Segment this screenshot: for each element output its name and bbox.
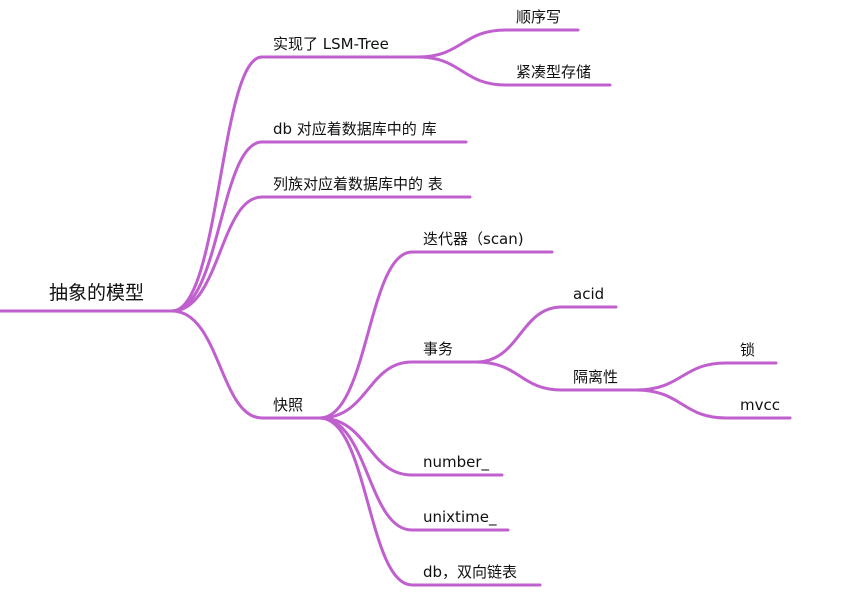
edge-lsm-sequential-write: [416, 28, 508, 59]
edge-root-db-library: [170, 140, 264, 313]
node-db-list-label: db，双向链表: [423, 563, 517, 581]
node-transaction-label: 事务: [423, 340, 453, 358]
node-isolation-label: 隔离性: [573, 368, 618, 386]
edge-snapshot-db-list: [318, 416, 414, 587]
edge-snapshot-number: [318, 416, 414, 477]
edge-snapshot-unixtime: [318, 416, 414, 532]
node-acid-label: acid: [573, 285, 604, 303]
node-unixtime-label: unixtime_: [423, 508, 497, 527]
edge-root-column-family: [170, 195, 264, 313]
edge-isolation-mvcc: [634, 388, 728, 420]
edge-transaction-acid: [474, 305, 564, 364]
node-iterator-label: 迭代器（scan): [423, 230, 524, 248]
node-compact-storage-label: 紧凑型存储: [516, 63, 591, 81]
node-lock-label: 锁: [740, 341, 755, 359]
root-node-label: 抽象的模型: [49, 282, 144, 304]
edge-snapshot-iterator: [318, 250, 414, 420]
edge-snapshot-transaction: [318, 360, 414, 420]
edge-transaction-isolation: [474, 360, 564, 392]
node-column-family-label: 列族对应着数据库中的 表: [273, 175, 443, 193]
edge-root-lsm: [170, 55, 264, 313]
node-db-library-label: db 对应着数据库中的 库: [273, 120, 437, 138]
edge-root-snapshot: [170, 309, 264, 420]
edge-lsm-compact-storage: [416, 55, 508, 87]
edge-isolation-lock: [634, 361, 728, 392]
node-mvcc-label: mvcc: [740, 396, 780, 414]
node-snapshot-label: 快照: [273, 396, 303, 414]
node-lsm-label: 实现了 LSM-Tree: [273, 35, 389, 53]
node-number-label: number_: [423, 453, 490, 472]
node-sequential-write-label: 顺序写: [516, 8, 561, 26]
